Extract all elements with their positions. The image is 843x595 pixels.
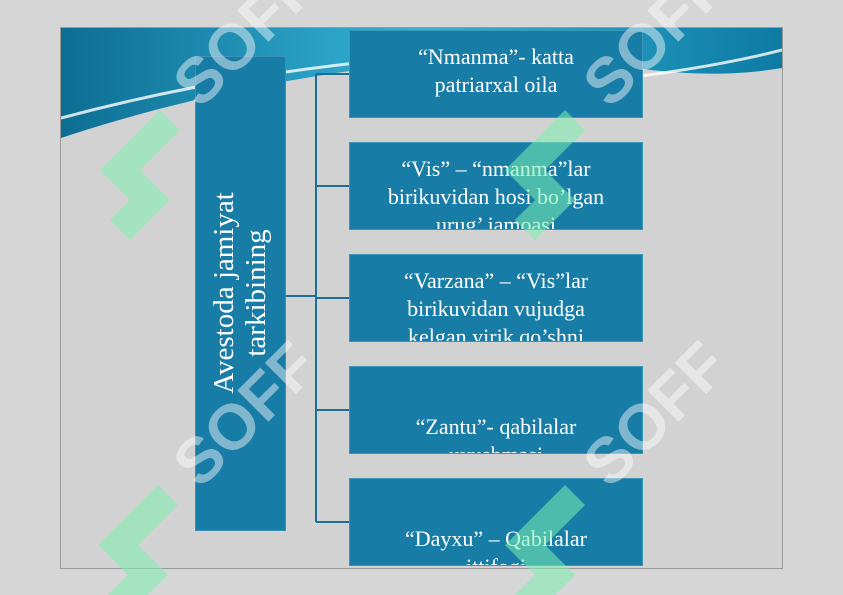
root-label-line: tarkibining <box>240 229 272 357</box>
child-node-varzana: “Varzana” – “Vis”lar birikuvidan vujudga… <box>349 254 643 342</box>
slide-canvas: Avestoda jamiyat tarkibining “Nmanma”- k… <box>60 27 783 569</box>
child-label-line: “Nmanma”- katta <box>418 44 574 69</box>
diagram-connectors <box>284 73 349 523</box>
root-label-line: Avestoda jamiyat <box>208 192 240 394</box>
child-label-line: ittifoqi <box>350 553 642 565</box>
root-node: Avestoda jamiyat tarkibining <box>195 56 286 531</box>
child-label-line: “Zantu”- qabilalar <box>415 414 577 439</box>
child-label-line: kelgan yirik qo’shni <box>408 324 584 342</box>
child-node-zantu: “Zantu”- qabilalar uyushmasi <box>349 366 643 454</box>
child-label-line: birikuvidan hosi bo’lgan <box>387 184 605 209</box>
root-node-label: Avestoda jamiyat tarkibining <box>208 192 272 394</box>
child-label-line: uyushmasi <box>350 441 642 453</box>
child-node-vis: “Vis” – “nmanma”lar birikuvidan hosi bo’… <box>349 142 643 230</box>
child-label-line: birikuvidan vujudga <box>407 296 585 321</box>
child-node-dayxu: “Dayxu” – Qabilalar ittifoqi <box>349 478 643 566</box>
child-label-line: “Varzana” – “Vis”lar <box>403 268 589 293</box>
child-node-nmanma: “Nmanma”- katta patriarxal oila <box>349 30 643 118</box>
child-label-line: patriarxal oila <box>434 72 558 97</box>
child-label-line: “Dayxu” – Qabilalar <box>404 526 588 551</box>
child-label-line: “Vis” – “nmanma”lar <box>401 156 591 181</box>
child-label-line: urug’ jamoasi <box>436 212 556 230</box>
